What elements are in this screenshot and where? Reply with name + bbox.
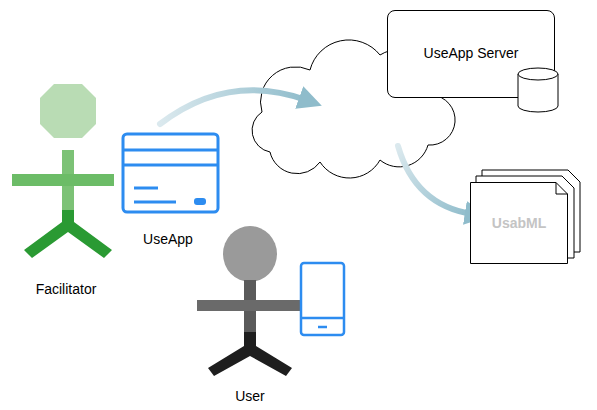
database-cylinder <box>514 66 562 116</box>
actor-label: User <box>235 388 265 404</box>
flow-arrow <box>160 90 306 124</box>
phone-icon <box>301 263 344 335</box>
icon-label: UseApp <box>143 231 193 247</box>
document: UsabML <box>470 182 568 264</box>
flow-arrow <box>398 146 472 214</box>
user-figure <box>197 226 301 376</box>
actor-label: Facilitator <box>36 281 97 297</box>
node-text: UseApp Server <box>388 45 554 61</box>
facilitator-figure <box>12 84 114 258</box>
app-icon <box>123 134 218 212</box>
node-text: UsabML <box>470 215 568 231</box>
